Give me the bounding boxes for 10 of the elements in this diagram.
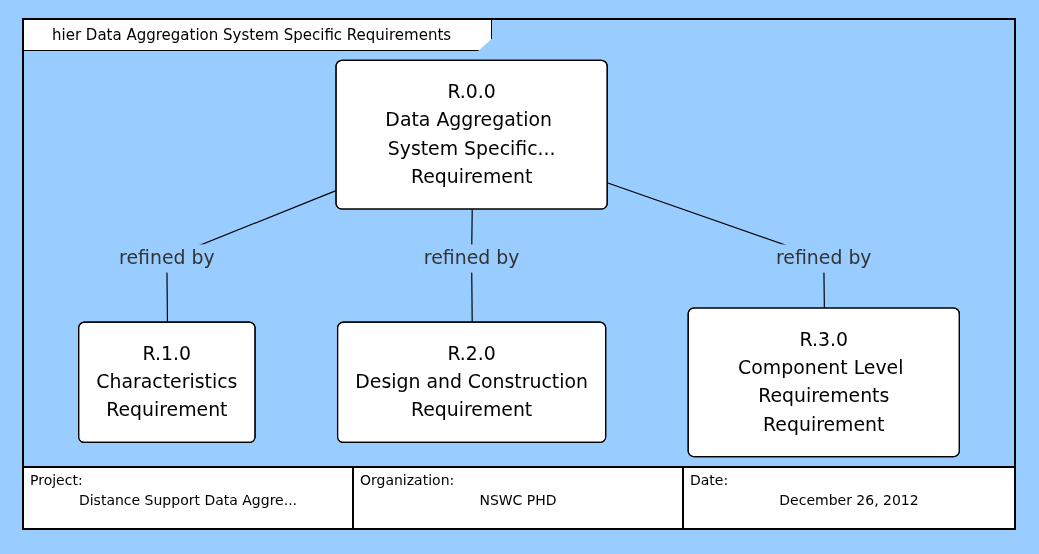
field-label: Date: — [690, 472, 729, 488]
edge-label: refined by — [423, 246, 520, 270]
field-value: NSWC PHD — [479, 492, 557, 508]
field-value: December 26, 2012 — [779, 492, 919, 508]
edge-label: refined by — [119, 246, 215, 270]
diagram-title: hier Data Aggregation System Specific Requirements — [24, 20, 493, 51]
field-value: Distance Support Data Aggre... — [78, 492, 298, 508]
edge-label: refined by — [776, 246, 872, 270]
field-label: Project: — [30, 472, 83, 488]
field-label: Organization: — [360, 472, 455, 488]
